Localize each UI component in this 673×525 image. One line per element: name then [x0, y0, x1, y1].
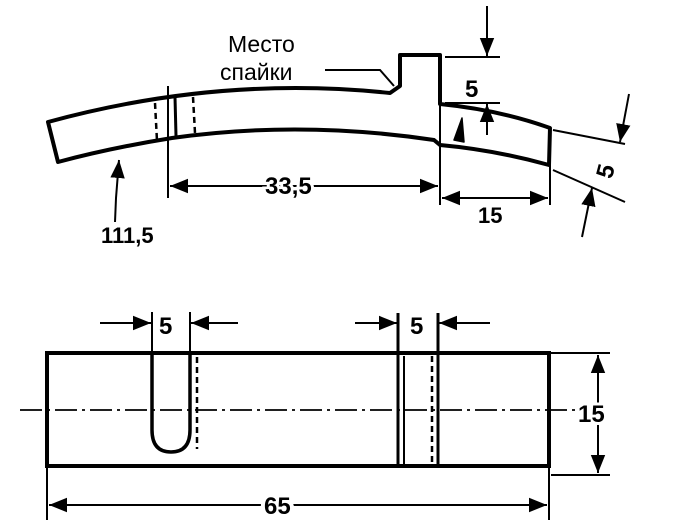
dim-thickness-label: 5 — [591, 161, 621, 181]
slot-outline — [150, 353, 192, 454]
solder-label-line2: спайки — [220, 59, 293, 85]
solder-label-line1: Место — [228, 31, 295, 57]
curved-part-view — [46, 53, 552, 167]
curved-part-outline — [46, 53, 552, 167]
plan-view — [20, 313, 580, 468]
dim-arc-length-label: 33,5 — [265, 173, 312, 200]
dim-thickness-arrow-bottom — [581, 187, 596, 238]
dim-hole-width-label: 5 — [410, 313, 423, 340]
solder-leader — [325, 69, 395, 87]
dim-radius-label: 111,5 — [101, 223, 154, 248]
dimension-lines-top — [110, 6, 631, 238]
section-line-top — [173, 96, 178, 137]
dim-end-length-label: 15 — [478, 203, 502, 228]
hidden-lines-top — [153, 96, 197, 142]
dim-radius-leader — [110, 159, 125, 223]
dim-tab-height-label: 5 — [465, 76, 478, 103]
dim-total-length-label: 65 — [264, 493, 291, 520]
plan-outline — [45, 351, 551, 468]
dimension-lines-plan — [46, 312, 610, 520]
dim-slot-width-label: 5 — [159, 313, 172, 340]
dim-thickness-arrow-top — [616, 93, 631, 143]
solder-wedge — [453, 117, 465, 143]
dim-width-label: 15 — [578, 401, 605, 428]
